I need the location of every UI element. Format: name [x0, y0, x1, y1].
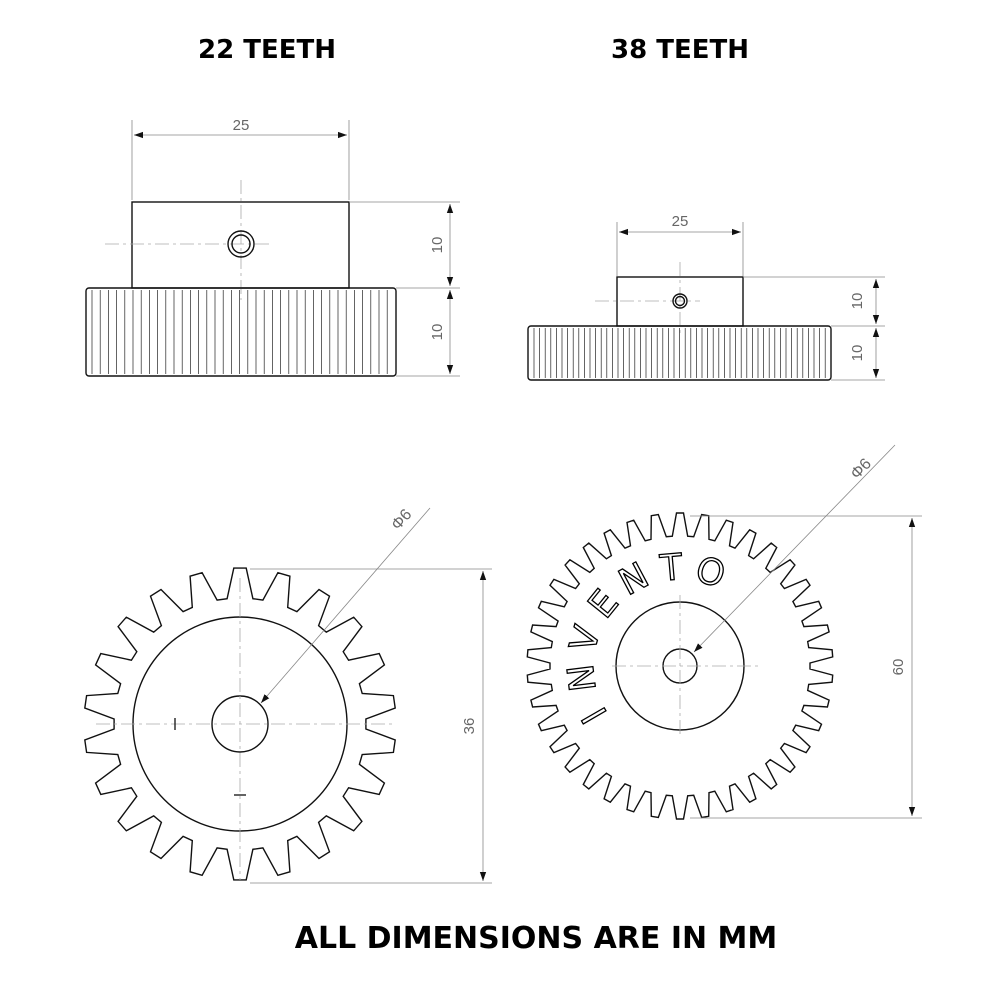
gear-body-22 [85, 287, 397, 377]
gear-profile-22 [84, 567, 396, 881]
set-screw-hole-38 [672, 293, 688, 309]
heading-38-teeth: 38 TEETH [611, 35, 749, 65]
brand-letter: N [612, 555, 655, 604]
heading-22-teeth: 22 TEETH [198, 35, 336, 65]
brand-letter: V [563, 621, 609, 656]
dim-38-width: 25 [672, 213, 689, 230]
side-view-38: 25 10 10 [527, 213, 885, 381]
side-view-22: 25 10 10 [85, 117, 460, 377]
set-screw-hole-22 [227, 230, 255, 258]
dim-38-gear-height: 10 [849, 345, 866, 362]
brand-letter: O [690, 549, 730, 597]
gear-body-38 [527, 325, 832, 381]
dim-38-hub-height: 10 [849, 293, 866, 310]
dim-38-diameter: 60 [890, 659, 907, 676]
dim-22-hub-height: 10 [429, 237, 446, 254]
units-note: ALL DIMENSIONS ARE IN MM [295, 921, 778, 956]
brand-letter: T [658, 547, 685, 590]
hub-22 [131, 201, 350, 289]
front-view-22: Φ6 36 [84, 506, 492, 884]
gear-profile-38 [526, 512, 834, 820]
brand-letter: E [581, 583, 627, 626]
dim-22-diameter: 36 [461, 718, 478, 735]
bore-label-38: Φ6 [848, 455, 875, 482]
brand-letter: N [561, 662, 605, 694]
dim-22-width: 25 [233, 117, 250, 134]
brand-letter: I [575, 700, 616, 730]
dim-22-gear-height: 10 [429, 324, 446, 341]
